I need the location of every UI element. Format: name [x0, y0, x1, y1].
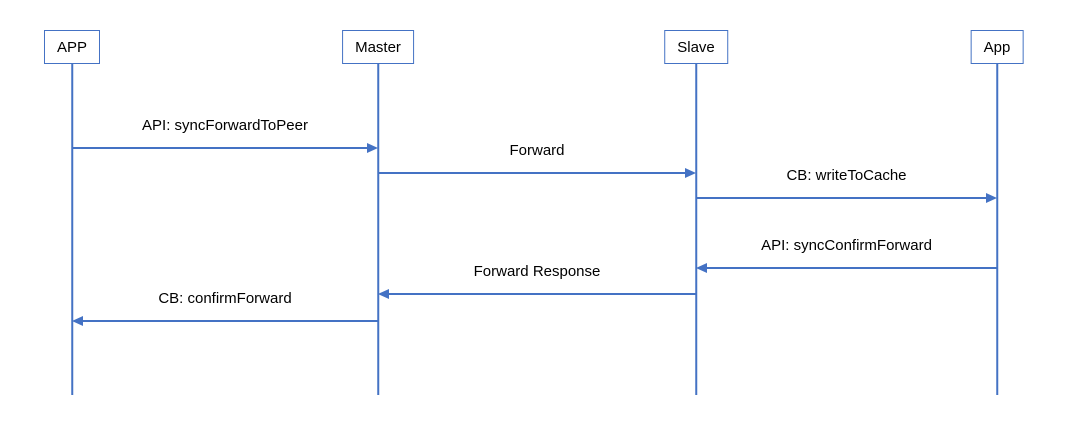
arrowhead-left-icon	[378, 289, 389, 299]
message-line-3	[696, 197, 988, 199]
message-label-6: CB: confirmForward	[158, 290, 292, 307]
arrowhead-left-icon	[72, 316, 83, 326]
actor-label-app-right: App	[983, 38, 1011, 56]
message-line-5	[387, 293, 696, 295]
message-line-6	[81, 320, 378, 322]
actor-box-app-left: APP	[43, 30, 101, 64]
lifeline-slave	[695, 64, 697, 395]
actor-label-app-left: APP	[56, 38, 88, 56]
message-label-2: Forward	[509, 142, 565, 159]
arrowhead-right-icon	[685, 168, 696, 178]
message-line-4	[705, 267, 997, 269]
actor-box-app-right: App	[970, 30, 1024, 64]
message-label-4: API: syncConfirmForward	[761, 237, 932, 254]
actor-label-master: Master	[355, 38, 401, 56]
actor-box-master: Master	[342, 30, 414, 64]
lifeline-master	[377, 64, 379, 395]
lifeline-app-right	[996, 64, 998, 395]
actor-label-slave: Slave	[677, 38, 715, 56]
arrowhead-right-icon	[986, 193, 997, 203]
message-line-1	[72, 147, 369, 149]
message-line-2	[378, 172, 687, 174]
message-label-3: CB: writeToCache	[786, 167, 907, 184]
lifeline-app-left	[71, 64, 73, 395]
message-label-1: API: syncForwardToPeer	[142, 117, 308, 134]
arrowhead-right-icon	[367, 143, 378, 153]
actor-box-slave: Slave	[664, 30, 728, 64]
arrowhead-left-icon	[696, 263, 707, 273]
message-label-5: Forward Response	[473, 263, 601, 280]
